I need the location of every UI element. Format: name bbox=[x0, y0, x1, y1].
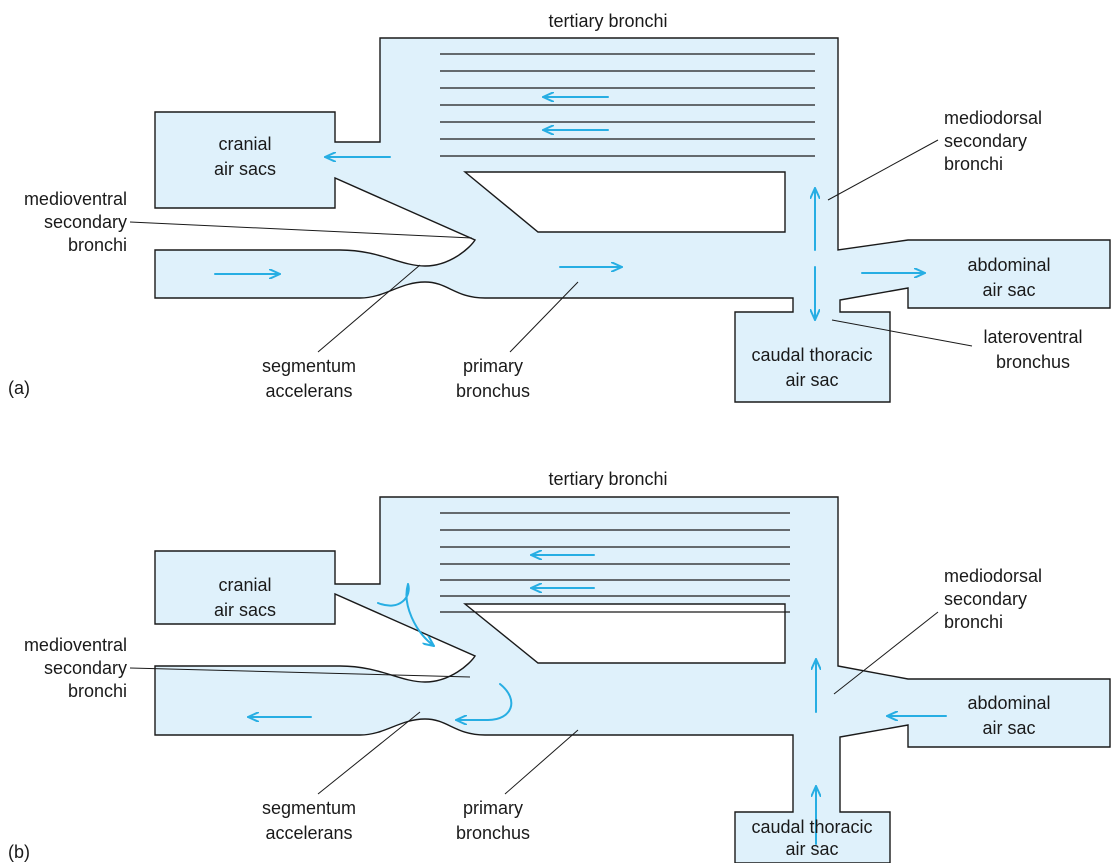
inner-opening bbox=[463, 171, 786, 233]
inner-opening bbox=[463, 603, 786, 664]
tertiary-bronchi-label: tertiary bronchi bbox=[548, 11, 667, 31]
panel-a-tag: (a) bbox=[8, 378, 30, 398]
leader-lines-b bbox=[129, 611, 939, 795]
panel-b-tag: (b) bbox=[8, 842, 30, 862]
tertiary-bronchi-lines bbox=[440, 512, 790, 613]
airway-outline bbox=[154, 496, 1111, 863]
leader-lines-a bbox=[129, 139, 973, 353]
flow-arrows-a bbox=[214, 97, 926, 321]
flow-arrows-b bbox=[247, 555, 947, 845]
tertiary-bronchi-label: tertiary bronchi bbox=[548, 469, 667, 489]
tertiary-bronchi-lines bbox=[440, 53, 815, 157]
